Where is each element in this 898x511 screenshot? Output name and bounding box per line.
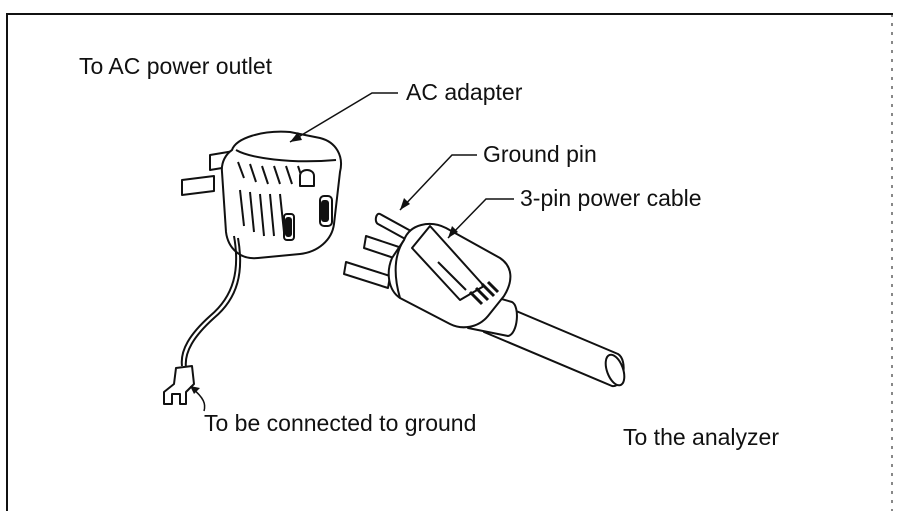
leader-power-cable bbox=[447, 198, 514, 239]
plug-blade-bottom bbox=[343, 261, 391, 289]
leader-ac-adapter bbox=[289, 92, 398, 143]
label-ac-power-outlet: To AC power outlet bbox=[79, 53, 273, 79]
arrowheads bbox=[190, 132, 458, 394]
leader-lines bbox=[191, 92, 514, 412]
label-ground-connect: To be connected to ground bbox=[204, 410, 477, 436]
label-ac-adapter: AC adapter bbox=[406, 79, 523, 105]
leader-ground-pin bbox=[399, 154, 477, 211]
ac-adapter-illustration bbox=[181, 130, 342, 260]
adapter-body bbox=[220, 130, 342, 260]
plug-illustration bbox=[343, 212, 626, 387]
label-power-cable: 3-pin power cable bbox=[520, 185, 702, 211]
label-analyzer: To the analyzer bbox=[623, 424, 779, 450]
frame-border bbox=[6, 13, 893, 511]
label-ground-pin: Ground pin bbox=[483, 141, 597, 167]
adapter-ground-hole bbox=[299, 169, 315, 187]
ground-lug bbox=[163, 365, 195, 405]
ground-wire bbox=[180, 235, 242, 369]
plug-grip-ridges bbox=[468, 280, 500, 306]
